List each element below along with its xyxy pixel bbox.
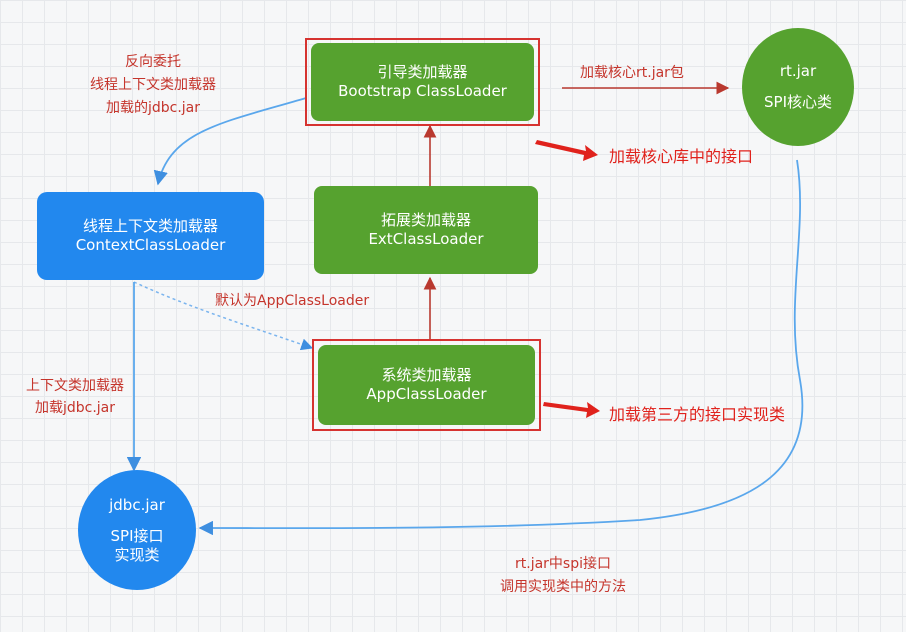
app-name: AppClassLoader	[366, 385, 487, 403]
label-reverse-delegate-line2: 线程上下文类加载器	[90, 77, 216, 93]
app-highlight-box	[312, 339, 541, 431]
label-reverse-delegate: 反向委托 线程上下文类加载器 加载的jdbc.jar	[60, 51, 246, 120]
bootstrap-title: 引导类加载器	[377, 63, 468, 81]
label-context-load-jdbc-line1: 上下文类加载器	[26, 378, 124, 394]
label-context-load-jdbc: 上下文类加载器 加载jdbc.jar	[20, 375, 130, 419]
ext-classloader-node: 拓展类加载器 ExtClassLoader	[314, 186, 538, 274]
label-rtjar-call-line1: rt.jar中spi接口	[515, 556, 611, 572]
bootstrap-highlight-box	[305, 38, 540, 126]
ext-name: ExtClassLoader	[368, 230, 484, 248]
app-title: 系统类加载器	[381, 366, 472, 384]
callout-arrow-app	[543, 402, 600, 418]
arrow-bootstrap-to-context	[153, 97, 307, 186]
context-classloader-node: 线程上下文类加载器 ContextClassLoader	[37, 192, 264, 280]
label-rtjar-call: rt.jar中spi接口 调用实现类中的方法	[488, 553, 638, 599]
label-load-core-interface: 加载核心库中的接口	[609, 147, 754, 166]
context-name: ContextClassLoader	[75, 236, 226, 254]
rtjar-node: rt.jar SPI核心类	[742, 28, 854, 146]
jdbcjar-subtitle: SPI接口	[110, 526, 164, 545]
arrow-rtjar-to-jdbc	[198, 159, 804, 536]
label-context-load-jdbc-line2: 加载jdbc.jar	[34, 400, 116, 416]
label-reverse-delegate-line1: 反向委托	[125, 54, 181, 70]
ext-title: 拓展类加载器	[380, 211, 471, 229]
app-classloader-node: 系统类加载器 AppClassLoader	[318, 345, 535, 425]
context-title: 线程上下文类加载器	[82, 217, 218, 235]
callout-arrow-bootstrap	[535, 140, 598, 161]
jdbcjar-subtitle-2: 实现类	[114, 545, 160, 564]
bootstrap-classloader-node: 引导类加载器 Bootstrap ClassLoader	[311, 43, 534, 121]
bootstrap-name: Bootstrap ClassLoader	[338, 82, 507, 100]
label-load-core-rtjar: 加载核心rt.jar包	[580, 65, 684, 81]
jdbcjar-title: jdbc.jar	[109, 495, 165, 514]
label-reverse-delegate-line3: 加载的jdbc.jar	[105, 100, 201, 116]
label-default-app: 默认为AppClassLoader	[215, 293, 370, 309]
rtjar-title: rt.jar	[779, 62, 817, 80]
jdbcjar-node: jdbc.jar SPI接口 实现类	[78, 470, 196, 590]
rtjar-subtitle: SPI核心类	[764, 93, 832, 111]
label-rtjar-call-line2: 调用实现类中的方法	[500, 579, 626, 595]
label-load-third-party: 加载第三方的接口实现类	[609, 405, 786, 424]
